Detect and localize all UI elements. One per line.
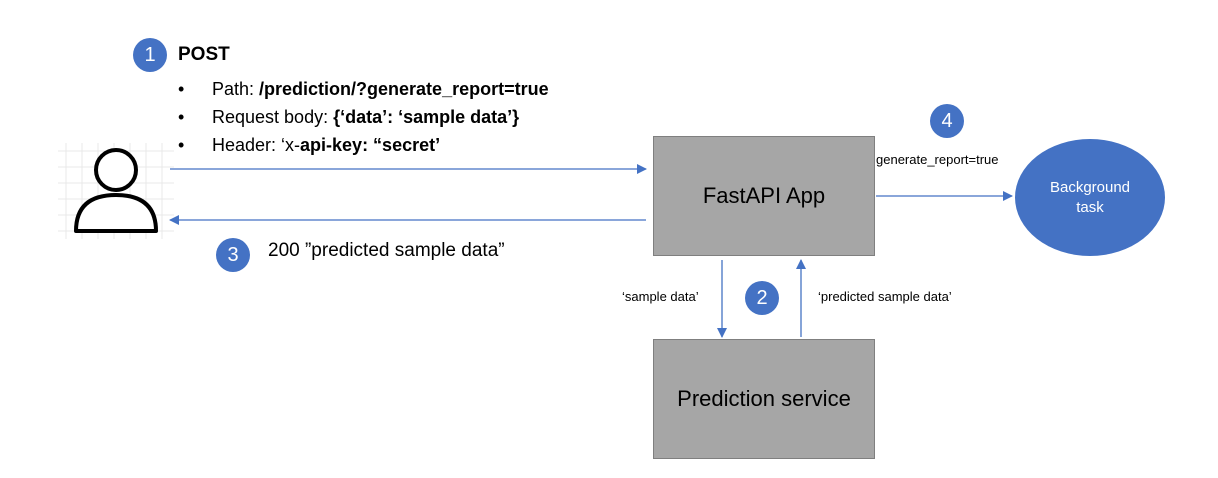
bullet-icon: • — [178, 135, 185, 155]
response-label: 200 ”predicted sample data” — [268, 240, 505, 261]
bullet-icon: • — [178, 79, 185, 99]
step-2-badge: 2 — [745, 281, 779, 315]
sample-data-edge-label: ‘sample data’ — [622, 289, 699, 304]
fastapi-app-box: FastAPI App — [653, 136, 875, 256]
request-body-line: • Request body: {‘data’: ‘sample data’} — [178, 103, 549, 131]
path-line: • Path: /prediction/?generate_report=true — [178, 75, 549, 103]
bullet-icon: • — [178, 107, 185, 127]
background-task-node: Background task — [1015, 139, 1165, 256]
prediction-service-box: Prediction service — [653, 339, 875, 459]
predicted-sample-data-edge-label: ‘predicted sample data’ — [818, 289, 952, 304]
header-label: Header: ‘x- — [212, 135, 301, 155]
prediction-service-label: Prediction service — [677, 386, 851, 411]
header-value: api-key: “secret’ — [300, 135, 441, 155]
user-icon — [58, 143, 174, 239]
step-3-badge: 3 — [216, 238, 250, 272]
request-method: POST — [178, 44, 230, 65]
background-task-label: Background task — [1049, 178, 1131, 216]
request-details: • Path: /prediction/?generate_report=true… — [178, 75, 549, 159]
step-4-badge: 4 — [930, 104, 964, 138]
request-body-value: {‘data’: ‘sample data’} — [333, 107, 520, 127]
header-line: • Header: ‘x-api-key: “secret’ — [178, 131, 549, 159]
path-value: /prediction/?generate_report=true — [259, 79, 549, 99]
step-1-badge: 1 — [133, 38, 167, 72]
path-label: Path: — [212, 79, 260, 99]
fastapi-app-label: FastAPI App — [702, 183, 826, 208]
generate-report-edge-label: generate_report=true — [876, 152, 999, 167]
request-body-label: Request body: — [212, 107, 334, 127]
